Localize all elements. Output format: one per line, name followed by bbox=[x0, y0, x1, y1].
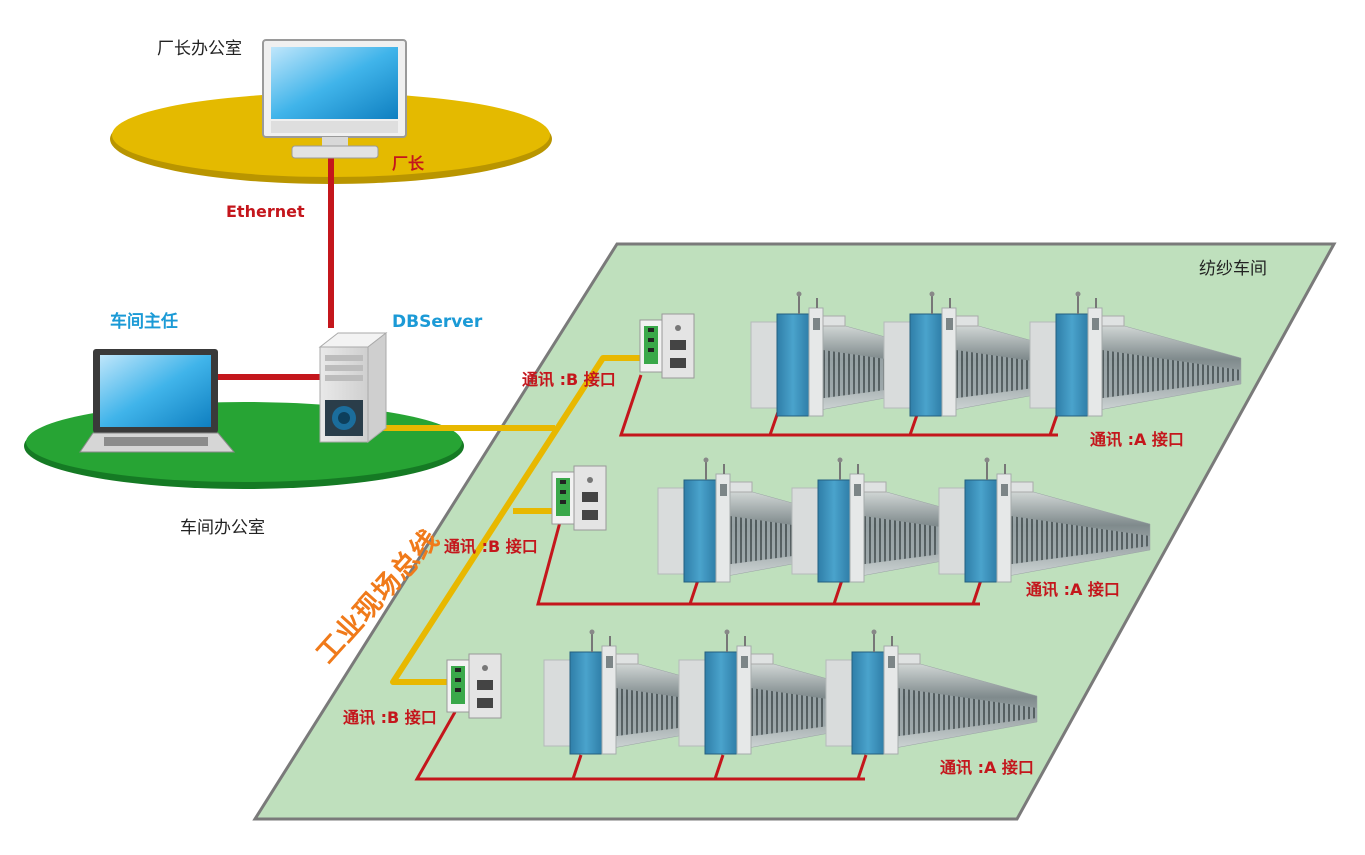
ethernet-links bbox=[218, 158, 334, 380]
director-office-label: 厂长办公室 bbox=[157, 39, 242, 59]
port-a-label: 通讯 :A 接口 bbox=[1026, 580, 1120, 599]
ethernet-label: Ethernet bbox=[226, 202, 305, 221]
server-tower-icon bbox=[318, 331, 388, 444]
port-b-label: 通讯 :B 接口 bbox=[444, 537, 538, 556]
workshop-office-label: 车间办公室 bbox=[180, 518, 265, 538]
dbserver-label: DBServer bbox=[392, 312, 483, 332]
desktop-computer-icon bbox=[262, 39, 407, 159]
fieldbus-line bbox=[383, 355, 640, 685]
director-label: 厂长 bbox=[392, 154, 425, 173]
port-a-label: 通讯 :A 接口 bbox=[1090, 430, 1184, 449]
row-wiring bbox=[414, 374, 1060, 781]
spinning-workshop-label: 纺纱车间 bbox=[1199, 259, 1267, 279]
laptop-icon bbox=[79, 349, 236, 453]
port-b-label: 通讯 :B 接口 bbox=[522, 370, 616, 389]
port-a-label: 通讯 :A 接口 bbox=[940, 758, 1034, 777]
port-b-label: 通讯 :B 接口 bbox=[343, 708, 437, 727]
supervisor-label: 车间主任 bbox=[110, 312, 178, 332]
